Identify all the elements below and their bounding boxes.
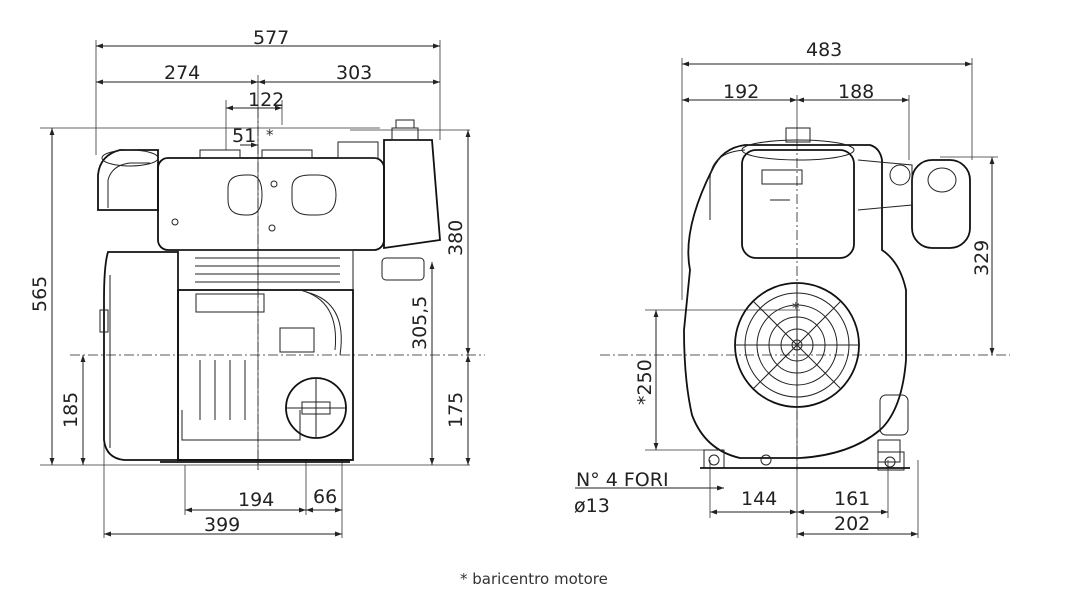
holes-diameter: ø13 bbox=[574, 495, 610, 517]
dim-380: 380 bbox=[445, 220, 467, 256]
side-cog-marker: * bbox=[266, 126, 274, 144]
side-dimension-lines bbox=[49, 43, 471, 537]
front-engine-outline: * bbox=[683, 127, 971, 471]
front-cog-marker: * bbox=[792, 299, 800, 317]
front-extension-lines bbox=[645, 58, 998, 538]
front-view: * 483 192 188 329 *250 144 161 202 N° 4 … bbox=[574, 39, 1010, 538]
dim-305-5: 305,5 bbox=[409, 296, 431, 350]
dim-202: 202 bbox=[834, 513, 870, 535]
dim-66: 66 bbox=[313, 486, 337, 508]
front-dimension-lines bbox=[575, 61, 995, 537]
dim-399: 399 bbox=[204, 514, 240, 536]
side-engine-outline: * bbox=[97, 119, 441, 463]
dim-188: 188 bbox=[838, 81, 874, 103]
holes-label: N° 4 FORI bbox=[576, 469, 669, 491]
dim-329: 329 bbox=[971, 240, 993, 276]
dim-250: *250 bbox=[634, 359, 656, 405]
dim-577: 577 bbox=[253, 27, 289, 49]
dim-303: 303 bbox=[336, 62, 372, 84]
dim-122: 122 bbox=[248, 89, 284, 111]
dim-274: 274 bbox=[164, 62, 200, 84]
dim-144: 144 bbox=[741, 488, 777, 510]
dim-192: 192 bbox=[723, 81, 759, 103]
dim-194: 194 bbox=[238, 489, 274, 511]
side-view: * 577 274 303 122 51 565 380 305,5 175 1… bbox=[29, 27, 485, 538]
footnote: * baricentro motore bbox=[460, 570, 608, 588]
dim-161: 161 bbox=[834, 488, 870, 510]
dim-185: 185 bbox=[60, 392, 82, 428]
dim-51: 51 bbox=[232, 125, 256, 147]
dim-175: 175 bbox=[445, 392, 467, 428]
dim-483: 483 bbox=[806, 39, 842, 61]
dim-565: 565 bbox=[29, 276, 51, 312]
